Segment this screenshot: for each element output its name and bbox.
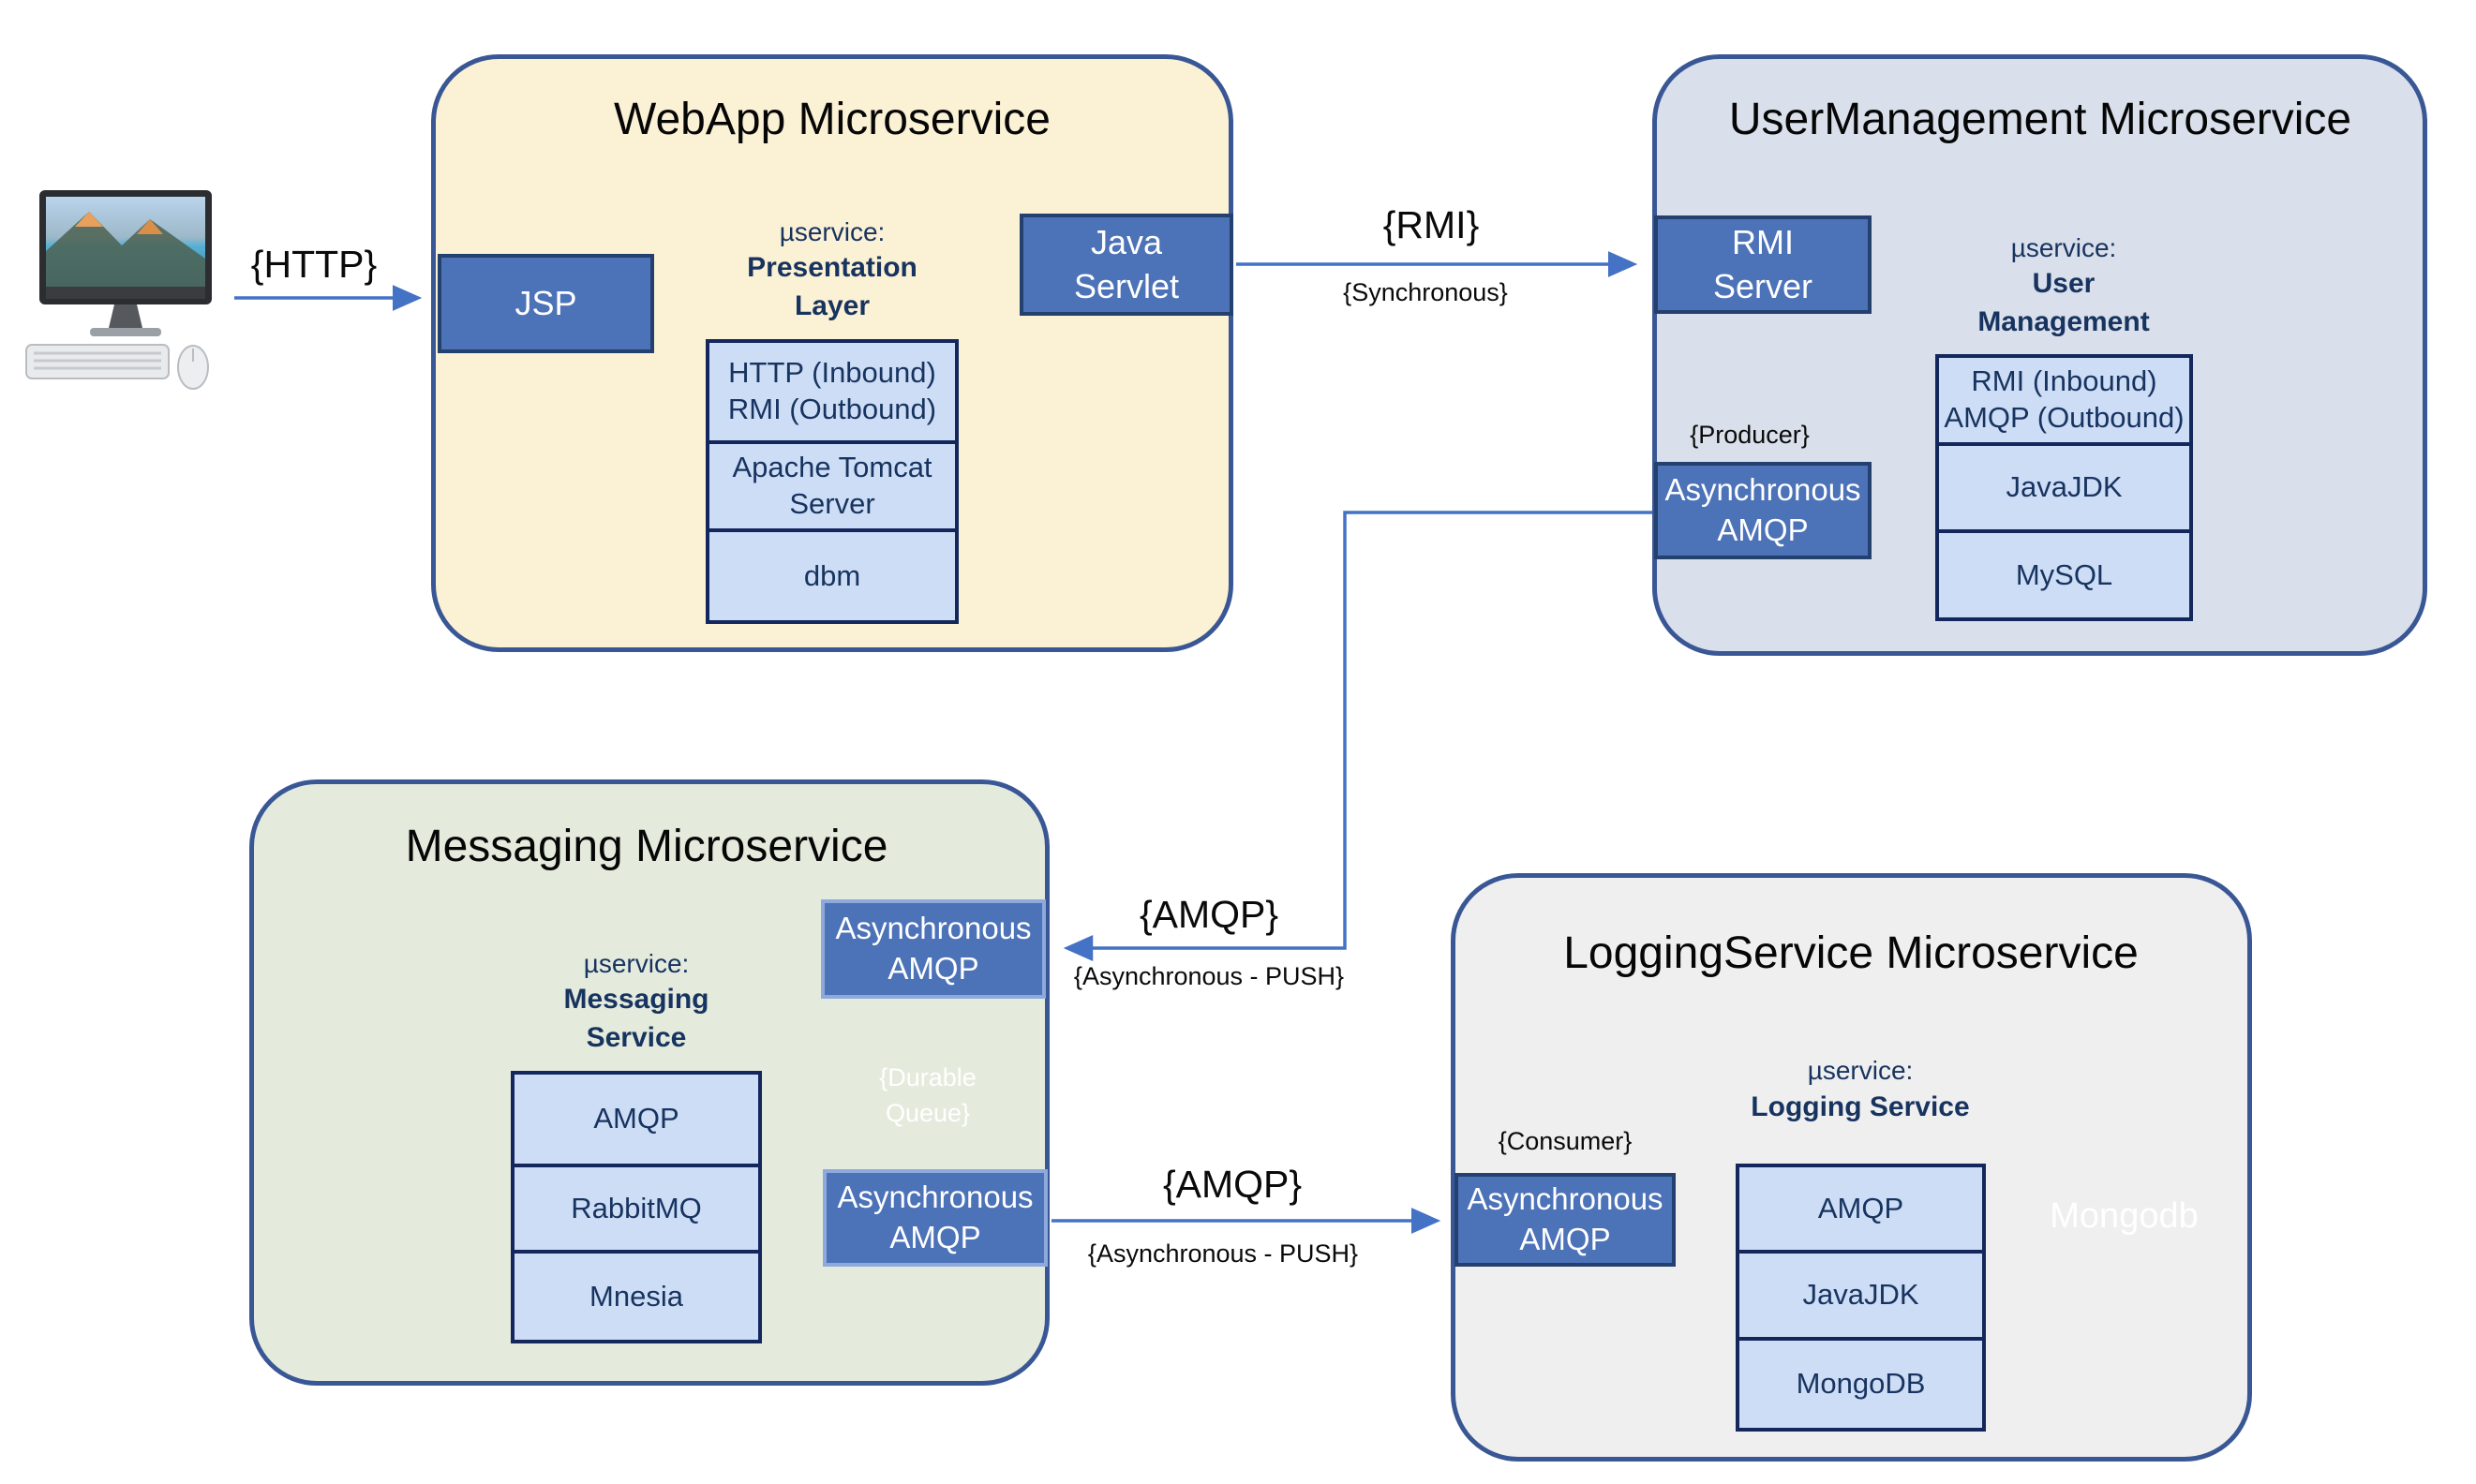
usermanagement-stack-row: JavaJDK bbox=[1939, 441, 2189, 530]
usermanagement-stack-row: RMI (Inbound) AMQP (Outbound) bbox=[1944, 364, 2185, 434]
http-label: {HTTP} bbox=[250, 242, 378, 286]
messaging-title: Messaging Microservice bbox=[405, 821, 888, 871]
webapp-title: WebApp Microservice bbox=[614, 94, 1051, 144]
webapp-stack-row: HTTP (Inbound) RMI (Outbound) bbox=[727, 356, 937, 426]
logging-stack: AMQP JavaJDK MongoDB bbox=[1736, 1164, 1986, 1432]
webapp-stack: HTTP (Inbound) RMI (Outbound) Apache Tom… bbox=[706, 339, 959, 624]
webapp-stack-row: dbm bbox=[709, 528, 955, 620]
amqp-in-protocol-label: {AMQP} bbox=[1139, 892, 1279, 936]
logging-stack-row: AMQP bbox=[1817, 1191, 1904, 1224]
logging-service-prefix: µservice: bbox=[1807, 1055, 1914, 1085]
messaging-funnel-text: µservice: Messaging Service bbox=[516, 937, 756, 1066]
webapp-stack-row: Apache Tomcat Server bbox=[709, 440, 955, 528]
messaging-stack-row: Mnesia bbox=[515, 1250, 758, 1340]
messaging-stack: AMQP RabbitMQ Mnesia bbox=[511, 1071, 762, 1343]
mongodb-label: Mongodb bbox=[2050, 1195, 2199, 1236]
logging-stack-row: JavaJDK bbox=[1739, 1249, 1982, 1338]
producer-to-messaging-arrow bbox=[1063, 511, 1652, 961]
usermanagement-stack-row: MySQL bbox=[1939, 529, 2189, 617]
messaging-stack-row: AMQP bbox=[593, 1101, 679, 1135]
rmi-server-box: RMI Server bbox=[1654, 215, 1872, 314]
jsp-box: JSP bbox=[438, 254, 654, 353]
messaging-service-name: Messaging Service bbox=[563, 984, 709, 1053]
client-computer-image bbox=[25, 190, 212, 390]
messaging-amqp-out-box: Asynchronous AMQP bbox=[823, 1169, 1048, 1267]
usermanagement-stack: RMI (Inbound) AMQP (Outbound) JavaJDK My… bbox=[1935, 354, 2193, 621]
webapp-service-name: Presentation Layer bbox=[747, 252, 917, 321]
logging-service-name: Logging Service bbox=[1751, 1091, 1970, 1122]
usermanagement-funnel-text: µservice: User Management bbox=[1944, 221, 2184, 350]
amqp-in-mode-label: {Asynchronous - PUSH} bbox=[1073, 961, 1345, 990]
messaging-amqp-in-box: Asynchronous AMQP bbox=[821, 899, 1046, 999]
consumer-amqp-box: Asynchronous AMQP bbox=[1454, 1173, 1676, 1267]
messaging-service-prefix: µservice: bbox=[583, 948, 690, 978]
consumer-label: {Consumer} bbox=[1498, 1126, 1633, 1155]
java-servlet-box: Java Servlet bbox=[1020, 214, 1233, 316]
logging-title: LoggingService Microservice bbox=[1563, 928, 2139, 978]
webapp-service-prefix: µservice: bbox=[779, 216, 886, 246]
usermanagement-title: UserManagement Microservice bbox=[1728, 94, 2352, 144]
producer-label: {Producer} bbox=[1690, 420, 1810, 449]
logging-stack-row: MongoDB bbox=[1739, 1337, 1982, 1428]
messaging-stack-row: RabbitMQ bbox=[515, 1163, 758, 1251]
logging-funnel-text: µservice: Logging Service bbox=[1740, 1038, 1980, 1141]
amqp-out-mode-label: {Asynchronous - PUSH} bbox=[1087, 1239, 1359, 1268]
amqp-out-protocol-label: {AMQP} bbox=[1162, 1162, 1303, 1206]
usermanagement-service-name: User Management bbox=[1977, 268, 2150, 337]
durable-queue-label: {Durable Queue} bbox=[879, 1063, 977, 1127]
producer-amqp-box: Asynchronous AMQP bbox=[1654, 462, 1872, 559]
rmi-mode-label: {Synchronous} bbox=[1343, 277, 1508, 306]
rmi-protocol-label: {RMI} bbox=[1382, 202, 1480, 246]
webapp-funnel-text: µservice: Presentation Layer bbox=[712, 208, 952, 332]
usermanagement-service-prefix: µservice: bbox=[2010, 232, 2117, 262]
